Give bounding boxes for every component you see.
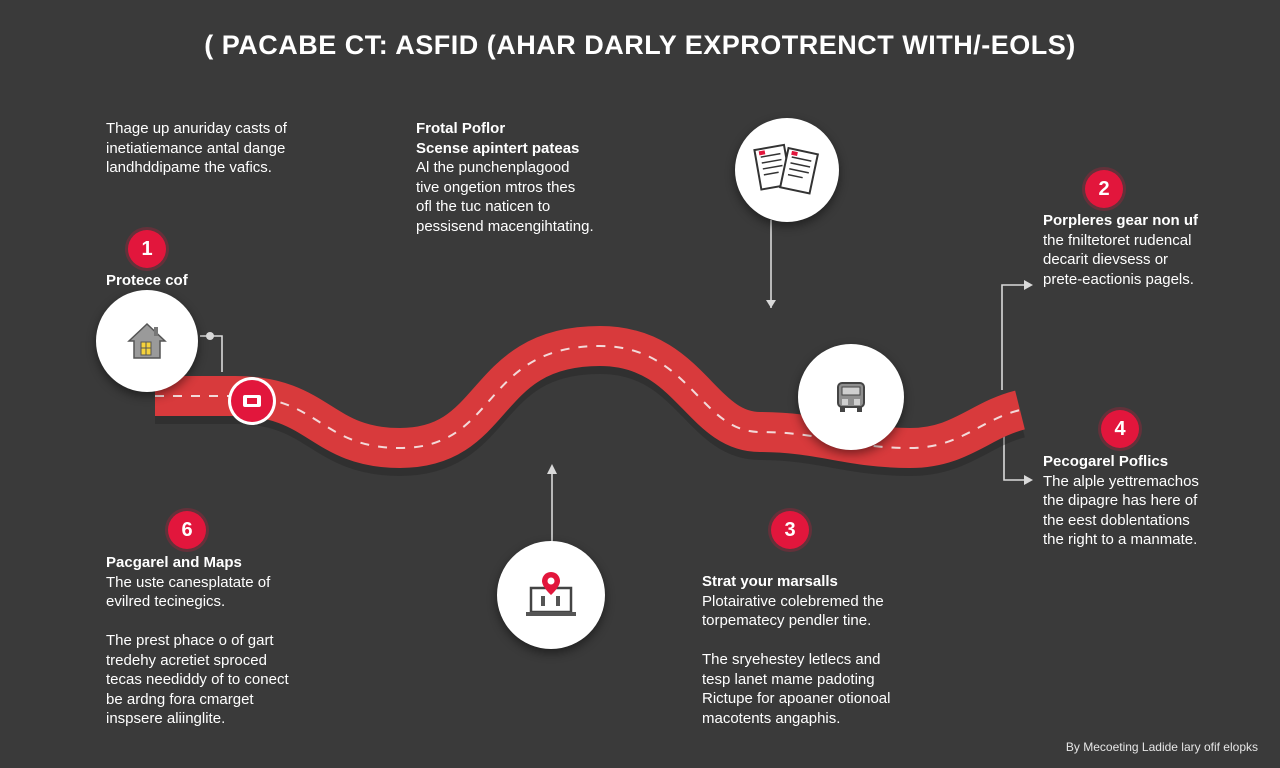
bus-icon xyxy=(837,382,865,412)
road-dashes xyxy=(155,344,1021,450)
step-6-text: Pacgarel and Maps The uste canesplatate … xyxy=(106,553,346,729)
intro-line-3: landhddipame the vafics. xyxy=(106,159,272,176)
step-2-line-3: prete-eactionis pagels. xyxy=(1043,270,1194,288)
step-2-title: Porpleres gear non uf xyxy=(1043,212,1199,229)
step-2-text: Porpleres gear non uf the fniltetoret ru… xyxy=(1043,211,1268,289)
step-6-title: Pacgarel and Maps xyxy=(106,554,242,571)
step-2-badge: 2 xyxy=(1085,170,1123,208)
step-3-line-1: Plotairative colebremed the xyxy=(702,592,884,610)
step-3-line-4: The sryehestey letlecs and xyxy=(702,651,881,668)
documents-circle xyxy=(735,118,839,222)
intro-line-1: Thage up anuriday casts of xyxy=(106,120,287,137)
step-6-line-8: inspsere aliinglite. xyxy=(106,710,226,727)
step-2-line-1: the fniltetoret rudencal xyxy=(1043,231,1192,249)
top-note-line-3: tive ongetion mtros thes xyxy=(416,178,576,196)
step-3-line-7: macotents angaphis. xyxy=(702,709,841,727)
step-6-line-5: tredehy acretiet sproced xyxy=(106,651,267,669)
step-4-line-1: The alple yettremachos xyxy=(1043,472,1199,490)
top-note: Frotal Poflor Scense apintert pateas Al … xyxy=(416,119,676,236)
step-2-line-2: decarit dievsess or xyxy=(1043,251,1169,268)
step-1-title: Protece cof xyxy=(106,272,188,289)
step-6-line-6: tecas neediddy of to conect xyxy=(106,671,289,688)
intro-text: Thage up anuriday casts of inetiatiemanc… xyxy=(106,119,336,178)
step-6-line-3 xyxy=(106,612,346,632)
credit-text: By Mecoeting Ladide lary ofif elopks xyxy=(1065,740,1258,754)
connector-step4 xyxy=(1003,420,1024,481)
step-4-title: Pecogarel Poflics xyxy=(1043,453,1169,470)
top-note-line-2: Al the punchenplagood xyxy=(416,159,570,176)
step-6-line-2: evilred tecinegics. xyxy=(106,593,226,610)
step-3-title: Strat your marsalls xyxy=(702,573,838,590)
step-3-line-2: torpematecy pendler tine. xyxy=(702,612,872,629)
documents-icon xyxy=(753,143,820,195)
house-circle xyxy=(96,290,198,392)
arrow-head-step2 xyxy=(1024,280,1033,290)
connector-step1 xyxy=(200,335,223,372)
location-laptop-icon xyxy=(526,572,576,616)
intro-line-2: inetiatiemance antal dange xyxy=(106,139,286,157)
step-6-line-4: The prest phace o of gart xyxy=(106,632,274,649)
step-3-line-6: Rictupe for apoaner otionoal xyxy=(702,690,891,707)
laptop-circle xyxy=(497,541,605,649)
step-6-line-1: The uste canesplatate of xyxy=(106,573,271,591)
step-4-text: Pecogarel Poflics The alple yettremachos… xyxy=(1043,452,1268,550)
arrow-head-documents xyxy=(766,300,776,308)
top-note-line-4: ofl the tuc naticen to xyxy=(416,198,551,215)
step-1-text: Protece cof xyxy=(106,271,188,291)
page-title: ( PACABE CT: ASFID (AHAR DARLY EXPROTREN… xyxy=(204,30,1076,60)
step-6-line-7: be ardng fora cmarget xyxy=(106,690,254,708)
house-icon xyxy=(127,322,167,359)
step-4-line-2: the dipagre has here of xyxy=(1043,492,1198,509)
step-4-line-4: the right to a manmate. xyxy=(1043,531,1198,548)
step-3-badge: 3 xyxy=(771,511,809,549)
ticket-icon xyxy=(243,395,261,407)
step-3-text: Strat your marsalls Plotairative colebre… xyxy=(702,572,952,728)
top-note-title: Frotal Poflor xyxy=(416,120,506,137)
ticket-marker xyxy=(231,380,273,422)
connector-dot-1 xyxy=(206,332,214,340)
arrow-head-step3 xyxy=(547,464,557,474)
step-3-line-5: tesp lanet mame padoting xyxy=(702,670,875,688)
arrow-head-step4 xyxy=(1024,475,1033,485)
bus-circle xyxy=(798,344,904,450)
top-note-line-5: pessisend macengihtating. xyxy=(416,217,594,235)
step-1-badge: 1 xyxy=(128,230,166,268)
step-4-badge: 4 xyxy=(1101,410,1139,448)
connector-step2 xyxy=(1001,284,1024,390)
step-4-line-3: the eest doblentations xyxy=(1043,511,1190,529)
top-note-line-1: Scense apintert pateas xyxy=(416,139,580,157)
step-6-badge: 6 xyxy=(168,511,206,549)
step-3-line-3 xyxy=(702,631,952,651)
